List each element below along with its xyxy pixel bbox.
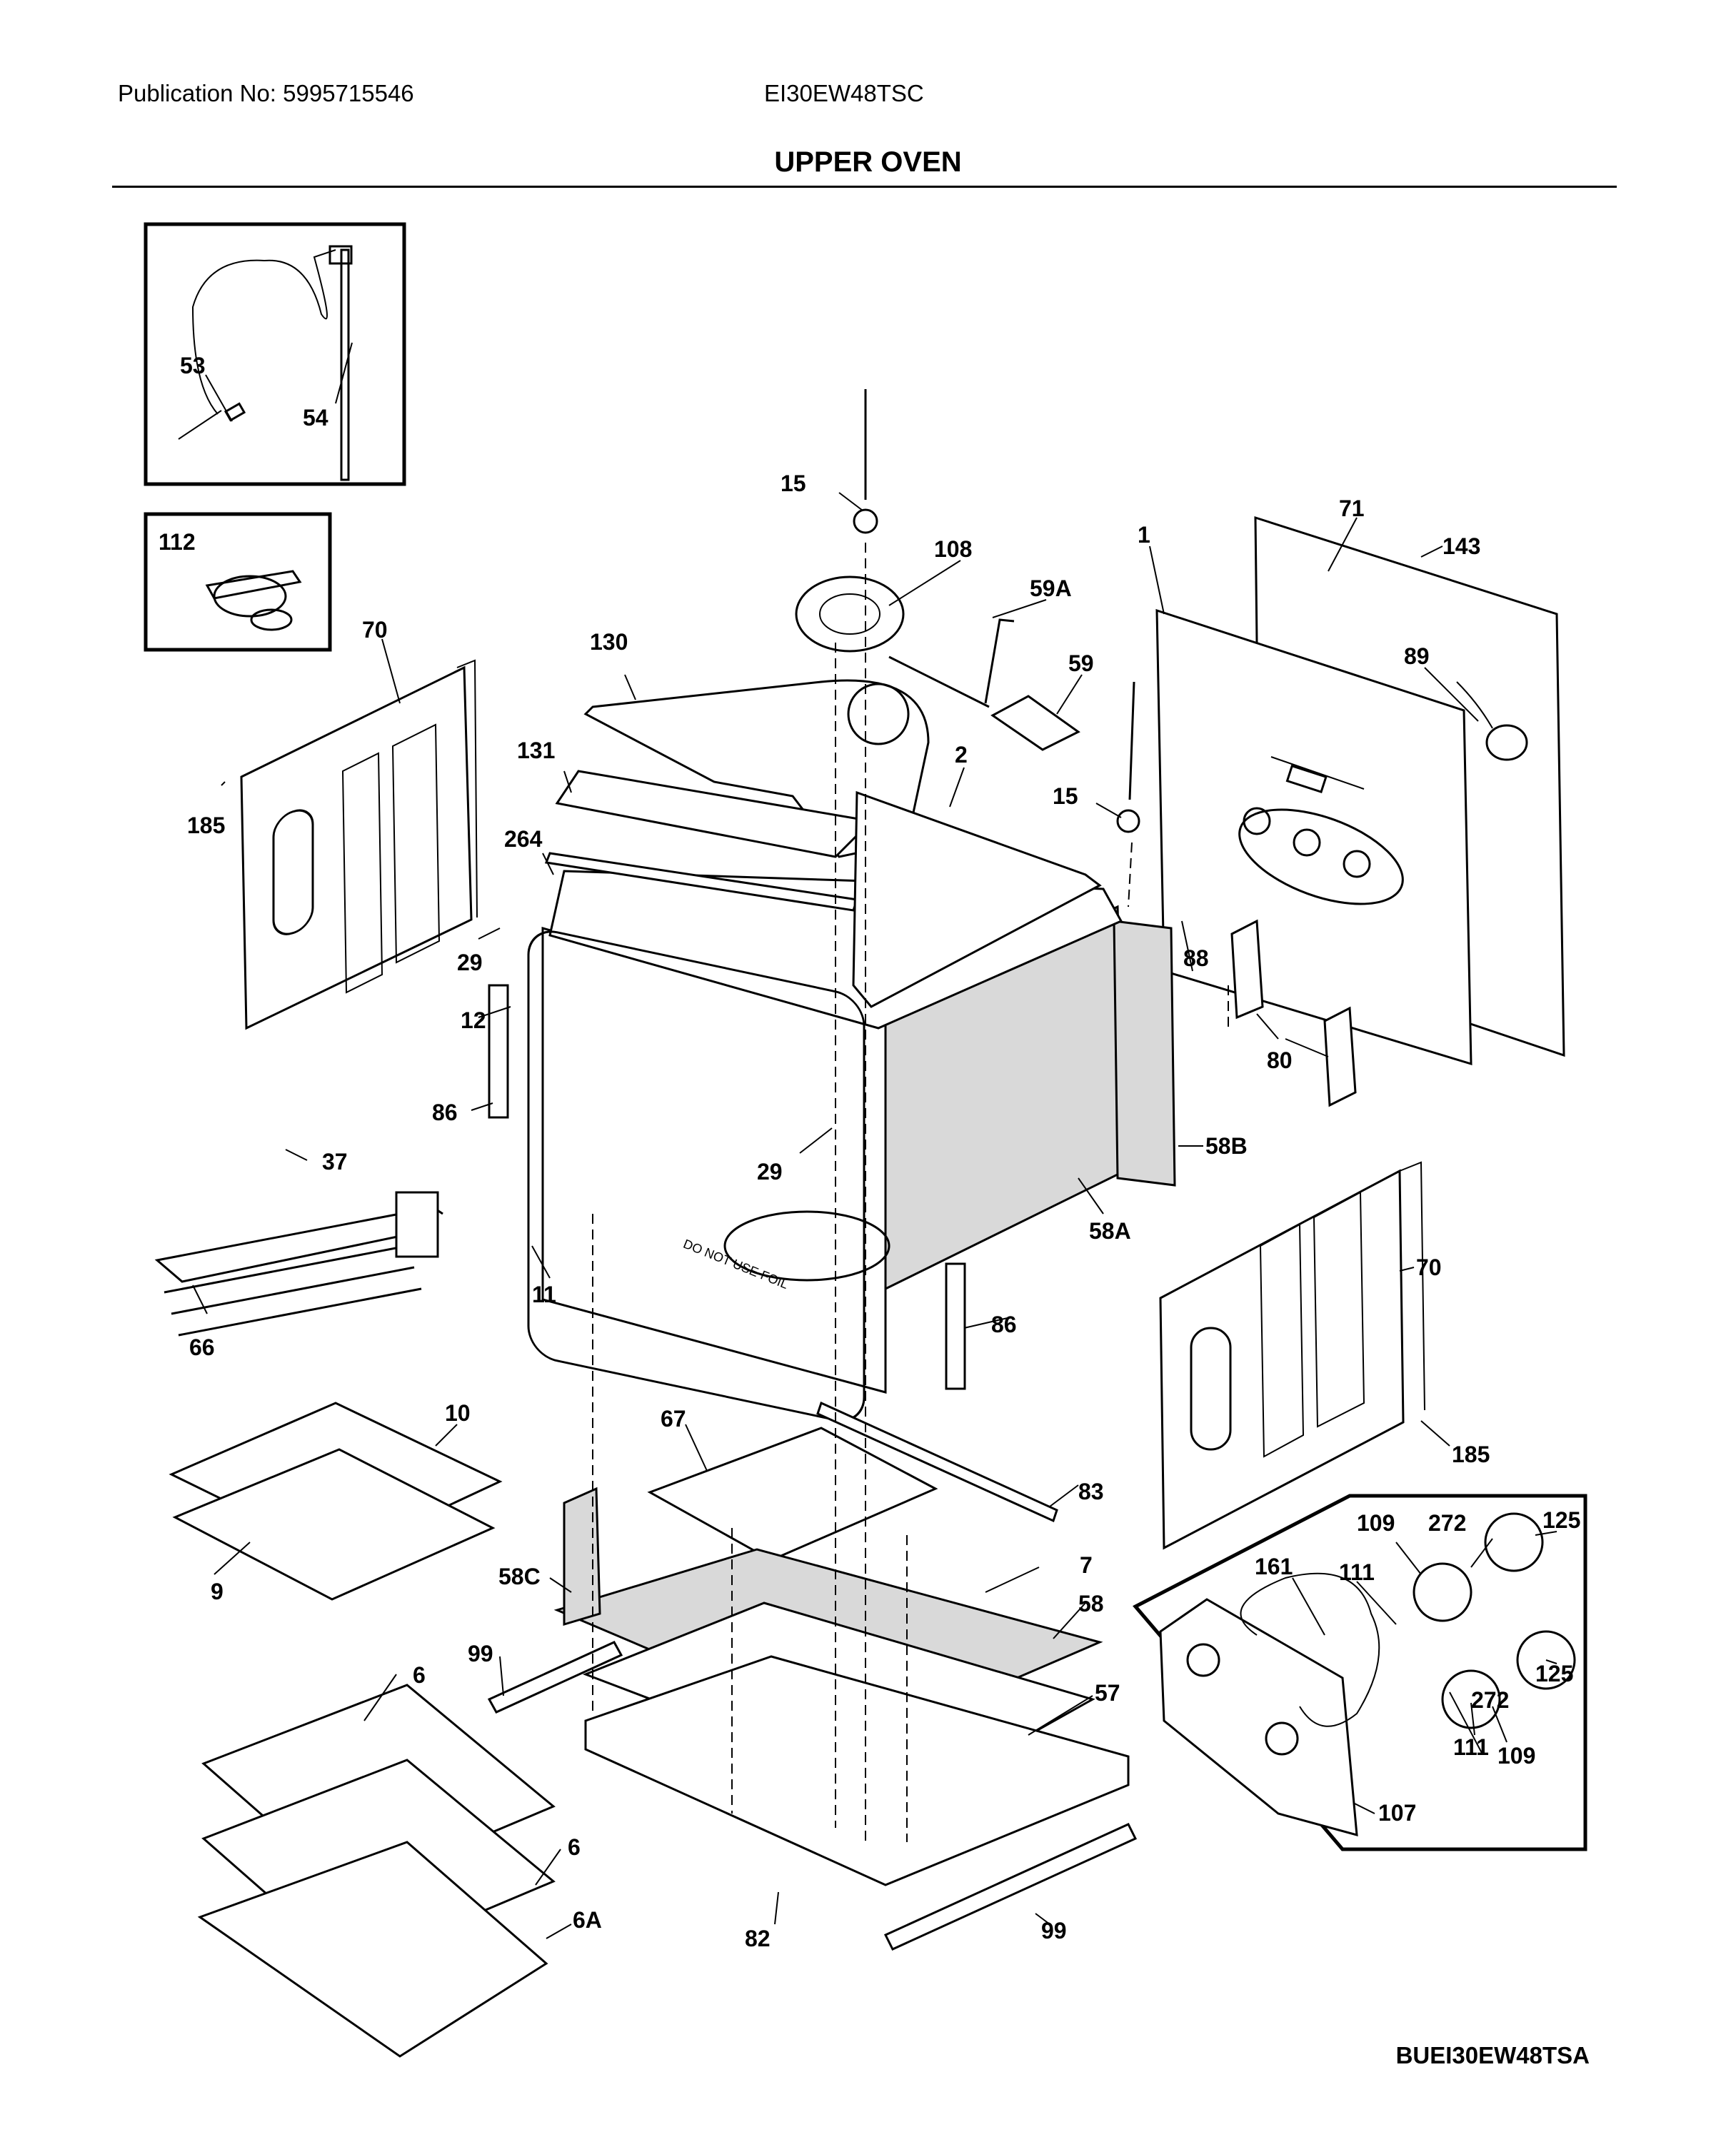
callout-15-upper: 15 <box>781 471 806 496</box>
alignment-lines <box>592 543 1229 1842</box>
convection-fan-108 <box>795 575 905 653</box>
callout-6-lower: 6 <box>568 1834 581 1860</box>
callout-111-lower: 111 <box>1453 1734 1489 1760</box>
side-panel-left <box>240 659 478 1030</box>
rail-99-right <box>883 1823 1138 1951</box>
callout-109-lower: 109 <box>1497 1743 1535 1769</box>
callout-125-lower: 125 <box>1535 1661 1573 1686</box>
callout-108: 108 <box>934 536 972 562</box>
broil-element-66 <box>154 1191 443 1337</box>
bake-element-67 <box>647 1427 938 1562</box>
callout-86-right: 86 <box>991 1312 1017 1337</box>
inset-box-probe-sensor <box>144 222 406 486</box>
hinge-86-right <box>945 1262 966 1390</box>
back-panel <box>1155 516 1565 1066</box>
callout-37: 37 <box>322 1149 348 1175</box>
oven-rack-6A <box>197 1841 548 2058</box>
callout-59A: 59A <box>1030 575 1072 601</box>
callout-53: 53 <box>180 353 206 378</box>
callout-88: 88 <box>1183 945 1209 971</box>
callout-89: 89 <box>1404 643 1430 669</box>
callout-112: 112 <box>159 529 196 555</box>
callout-125-upper: 125 <box>1542 1507 1580 1533</box>
callout-130: 130 <box>590 629 628 655</box>
top-duct <box>544 679 1102 1008</box>
callout-7: 7 <box>1080 1552 1093 1578</box>
callout-111-upper: 111 <box>1339 1559 1375 1585</box>
inset-box-high-limit-thermostat <box>144 512 332 652</box>
hinge-86-left <box>488 984 509 1119</box>
callout-71: 71 <box>1339 496 1365 521</box>
rod-59A <box>888 618 1015 708</box>
callout-9: 9 <box>211 1579 224 1604</box>
callout-272-upper: 272 <box>1428 1510 1466 1536</box>
oven-sensor-15-right <box>1116 681 1140 833</box>
callout-185-left: 185 <box>187 813 225 838</box>
rail-99-left <box>487 1641 623 1714</box>
callout-131: 131 <box>517 738 555 763</box>
broiler-pan-base-9 <box>172 1448 496 1601</box>
title-rule <box>112 186 1617 188</box>
callout-6A: 6A <box>573 1907 602 1933</box>
callout-161: 161 <box>1255 1554 1293 1579</box>
callout-6-upper: 6 <box>413 1662 426 1688</box>
callout-58B: 58B <box>1205 1133 1248 1159</box>
callout-58A: 58A <box>1089 1218 1131 1244</box>
callout-70-left: 70 <box>362 617 388 643</box>
callout-57: 57 <box>1095 1680 1120 1706</box>
callout-15-right: 15 <box>1053 783 1078 809</box>
callout-29-upper: 29 <box>457 950 483 975</box>
leader-lines <box>192 342 1557 1939</box>
callout-70-right: 70 <box>1416 1254 1442 1280</box>
cavity-support-82 <box>584 1655 1130 1886</box>
callout-66: 66 <box>189 1334 215 1360</box>
publication-number: Publication No: 5995715546 <box>118 80 414 106</box>
callout-107: 107 <box>1378 1800 1416 1826</box>
oven-cavity: DO NOT USE FOIL <box>527 870 1176 1422</box>
motor-89 <box>1456 681 1528 761</box>
rear-convection-box <box>1133 1494 1587 1851</box>
callout-2: 2 <box>955 742 968 768</box>
callout-80: 80 <box>1267 1047 1293 1073</box>
callout-59: 59 <box>1068 650 1094 676</box>
callout-86-left: 86 <box>432 1100 458 1125</box>
callout-54: 54 <box>303 405 328 431</box>
callout-272-lower: 272 <box>1471 1687 1509 1713</box>
callout-11: 11 <box>532 1282 556 1307</box>
callout-58: 58 <box>1078 1591 1104 1616</box>
callout-67: 67 <box>661 1406 686 1432</box>
oven-sensor-15-upper <box>853 389 878 534</box>
callout-12: 12 <box>461 1007 486 1033</box>
model-number: EI30EW48TSC <box>764 80 924 106</box>
diagram-code: BUEI30EW48TSA <box>1395 2042 1590 2068</box>
side-panel-right <box>1159 1161 1425 1550</box>
callout-264: 264 <box>504 826 543 852</box>
callout-99-right: 99 <box>1041 1918 1067 1944</box>
element-bracket-83 <box>816 1401 1058 1523</box>
hinge-receiver-80 <box>1230 919 1357 1107</box>
callout-143: 143 <box>1443 533 1480 559</box>
callout-1: 1 <box>1138 522 1150 548</box>
callout-29-lower: 29 <box>757 1159 783 1185</box>
callout-10: 10 <box>445 1400 471 1426</box>
bracket-59 <box>990 695 1080 751</box>
diagram-title: UPPER OVEN <box>774 146 962 178</box>
callout-83: 83 <box>1078 1479 1104 1504</box>
callout-109-upper: 109 <box>1357 1510 1395 1536</box>
callout-185-right: 185 <box>1452 1442 1490 1467</box>
callout-labels: 53 54 112 70 185 15 108 59A 59 130 131 2… <box>159 353 1580 1951</box>
callout-58C: 58C <box>498 1564 541 1589</box>
callout-99-left: 99 <box>468 1641 493 1666</box>
callout-82: 82 <box>745 1926 771 1951</box>
